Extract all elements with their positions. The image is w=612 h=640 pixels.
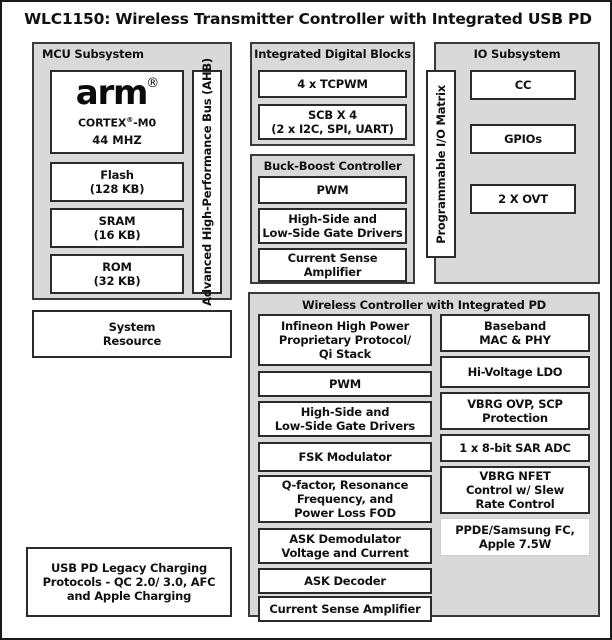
block-ppde-samsung-fc-apple: PPDE/Samsung FC, Apple 7.5W [440, 518, 590, 556]
block-wc-pwm: PWM [258, 371, 432, 397]
wc-csa-label: Current Sense Amplifier [269, 601, 421, 616]
block-fsk-modulator: FSK Modulator [258, 442, 432, 472]
qfactor-line1: Q-factor, Resonance [281, 477, 409, 492]
cortex-suffix: -M0 [133, 116, 157, 130]
block-ovt: 2 X OVT [470, 184, 576, 214]
arm-frequency-label: 44 MHZ [92, 132, 142, 147]
panel-title-io-subsystem: IO Subsystem [473, 47, 561, 61]
tcpwm-label: 4 x TCPWM [297, 76, 368, 91]
qfactor-line2: Frequency, and [296, 492, 394, 506]
block-bb-current-sense-amplifier: Current Sense Amplifier [258, 248, 407, 282]
block-sar-adc: 1 x 8-bit SAR ADC [440, 434, 590, 462]
page-title: WLC1150: Wireless Transmitter Controller… [24, 10, 592, 28]
qi-line1: Infineon High Power [280, 318, 410, 333]
registered-small-icon: ® [126, 116, 134, 125]
panel-title-integrated-digital-blocks: Integrated Digital Blocks [254, 47, 411, 61]
vbrg-ovp-line1: VBRG OVP, SCP [467, 396, 563, 411]
qi-line2: Proprietary Protocol/ [278, 332, 412, 347]
block-ask-demodulator: ASK Demodulator Voltage and Current [258, 528, 432, 564]
gpios-label: GPIOs [504, 131, 542, 146]
cc-label: CC [514, 77, 532, 92]
usb-pd-line1: USB PD Legacy Charging [50, 560, 208, 575]
usb-pd-line3: and Apple Charging [66, 589, 192, 603]
arm-wordmark-text: arm [75, 73, 149, 114]
block-gpios: GPIOs [470, 124, 576, 154]
baseband-line1: Baseband [484, 318, 546, 333]
block-wc-current-sense-amplifier: Current Sense Amplifier [258, 596, 432, 622]
block-ask-decoder: ASK Decoder [258, 568, 432, 594]
vbrg-nfet-line2: Control w/ Slew [465, 483, 565, 497]
sram-name: SRAM [98, 213, 136, 228]
block-ahb-bus: Advanced High-Performance Bus (AHB) [192, 58, 222, 306]
block-cc: CC [470, 70, 576, 100]
block-rom: ROM (32 KB) [50, 254, 184, 294]
panel-title-buck-boost-controller: Buck-Boost Controller [263, 159, 402, 173]
bb-gate-line2: Low-Side Gate Drivers [262, 226, 403, 240]
usb-pd-line2: Protocols - QC 2.0/ 3.0, AFC [42, 574, 216, 589]
block-baseband-mac-phy: Baseband MAC & PHY [440, 314, 590, 352]
block-usb-pd-legacy-charging: USB PD Legacy Charging Protocols - QC 2.… [26, 547, 232, 617]
ask-demod-line1: ASK Demodulator [289, 531, 401, 546]
baseband-line2: MAC & PHY [479, 333, 551, 347]
wc-gate-line1: High-Side and [300, 404, 390, 419]
qfactor-line3: Power Loss FOD [294, 506, 396, 521]
block-bb-pwm: PWM [258, 176, 407, 204]
system-resource-line2: Resource [102, 334, 162, 348]
panel-title-mcu-subsystem: MCU Subsystem [42, 47, 144, 61]
bb-csa-line1: Current Sense [287, 250, 378, 265]
block-tcpwm: 4 x TCPWM [258, 70, 407, 98]
rom-size: (32 KB) [93, 274, 141, 288]
block-wc-gate-drivers: High-Side and Low-Side Gate Drivers [258, 401, 432, 437]
ask-decoder-label: ASK Decoder [304, 573, 386, 588]
block-bb-gate-drivers: High-Side and Low-Side Gate Drivers [258, 208, 407, 244]
ovt-label: 2 X OVT [498, 191, 548, 206]
bb-gate-line1: High-Side and [288, 211, 377, 226]
ahb-bus-label: Advanced High-Performance Bus (AHB) [200, 58, 214, 306]
vbrg-nfet-line1: VBRG NFET [479, 468, 551, 483]
block-q-factor-fod: Q-factor, Resonance Frequency, and Power… [258, 475, 432, 523]
block-system-resource: System Resource [32, 310, 232, 358]
block-qi-stack: Infineon High Power Proprietary Protocol… [258, 314, 432, 366]
block-programmable-io-matrix: Programmable I/O Matrix [426, 70, 456, 258]
ppde-line2: Apple 7.5W [478, 537, 552, 551]
wc-pwm-label: PWM [329, 376, 361, 391]
qi-line3: Qi Stack [318, 347, 372, 361]
cortex-prefix: CORTEX [77, 116, 127, 130]
fsk-label: FSK Modulator [298, 449, 392, 464]
flash-size: (128 KB) [89, 182, 145, 196]
block-hi-voltage-ldo: Hi-Voltage LDO [440, 356, 590, 388]
registered-icon: ® [146, 76, 160, 92]
block-arm-cortex-m0: arm® CORTEX®-M0 44 MHZ [50, 70, 184, 154]
sar-adc-label: 1 x 8-bit SAR ADC [459, 440, 571, 455]
block-sram: SRAM (16 KB) [50, 208, 184, 248]
ask-demod-line2: Voltage and Current [281, 546, 409, 560]
block-flash: Flash (128 KB) [50, 162, 184, 202]
block-scb: SCB X 4 (2 x I2C, SPI, UART) [258, 104, 407, 140]
scb-line1: SCB X 4 [308, 107, 357, 122]
sram-size: (16 KB) [93, 228, 141, 242]
block-vbrg-ovp-scp: VBRG OVP, SCP Protection [440, 392, 590, 430]
scb-line2: (2 x I2C, SPI, UART) [271, 122, 394, 136]
programmable-io-matrix-label: Programmable I/O Matrix [434, 84, 448, 244]
wc-gate-line2: Low-Side Gate Drivers [274, 419, 416, 433]
bb-csa-line2: Amplifier [303, 265, 362, 279]
arm-cortex-label: CORTEX®-M0 [78, 116, 156, 130]
block-vbrg-nfet-control: VBRG NFET Control w/ Slew Rate Control [440, 466, 590, 514]
vbrg-nfet-line3: Rate Control [475, 497, 555, 512]
panel-title-wireless-controller: Wireless Controller with Integrated PD [301, 298, 547, 312]
flash-name: Flash [100, 167, 134, 182]
bb-pwm-label: PWM [316, 182, 349, 197]
vbrg-ovp-line2: Protection [482, 411, 548, 425]
rom-name: ROM [102, 259, 132, 274]
arm-logo: arm® [76, 76, 160, 110]
ppde-line1: PPDE/Samsung FC, [455, 522, 575, 537]
ldo-label: Hi-Voltage LDO [467, 364, 563, 379]
system-resource-line1: System [108, 319, 156, 334]
